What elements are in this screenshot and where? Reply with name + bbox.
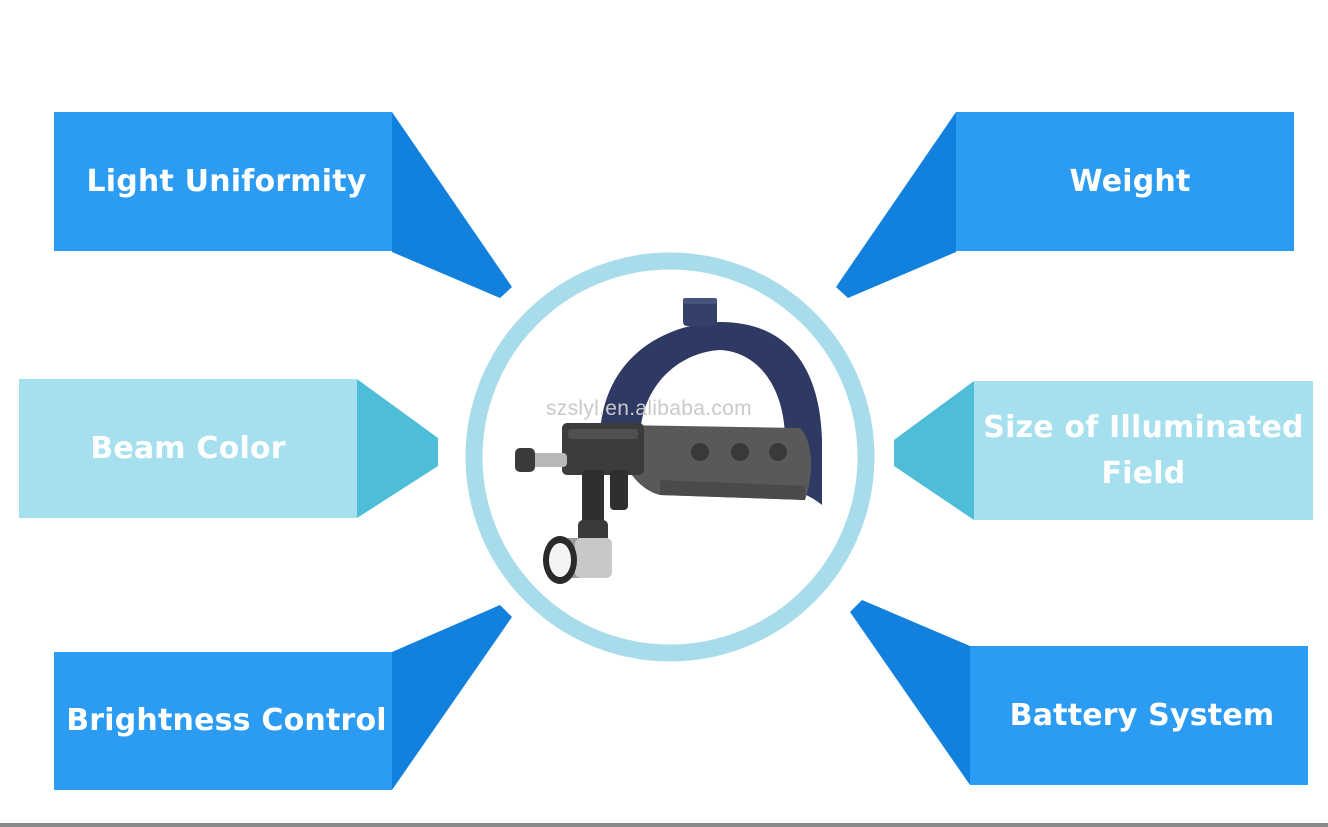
brightness-control-label: Brightness Control <box>66 703 387 738</box>
brightness-control-pointer <box>392 605 512 790</box>
medical-headlight-image <box>515 298 822 584</box>
battery-system-box <box>970 646 1308 785</box>
illuminated-field-label: Size of Illuminated Field <box>974 381 1313 520</box>
weight-pointer <box>836 112 956 298</box>
illuminated-field-pointer <box>894 381 974 520</box>
light-uniformity-label: Light Uniformity <box>86 163 367 199</box>
illuminated-field-box <box>974 381 1313 520</box>
center-ring <box>465 252 875 662</box>
beam-color-box <box>19 379 357 518</box>
brightness-control-box <box>54 652 392 790</box>
illuminated-field-line2: Field <box>1101 455 1186 491</box>
illuminated-field-line1: Size of Illuminated <box>983 409 1304 445</box>
beam-color-pointer <box>357 379 438 518</box>
weight-box <box>956 112 1294 251</box>
bottom-divider <box>0 823 1328 827</box>
beam-color-label: Beam Color <box>90 430 286 466</box>
battery-system-pointer <box>850 600 970 785</box>
light-uniformity-box <box>54 112 392 251</box>
weight-label: Weight <box>1069 163 1191 199</box>
light-uniformity-pointer <box>392 112 512 298</box>
battery-system-label: Battery System <box>1009 697 1275 733</box>
watermark-text: szslyl.en.alibaba.com <box>546 397 752 420</box>
